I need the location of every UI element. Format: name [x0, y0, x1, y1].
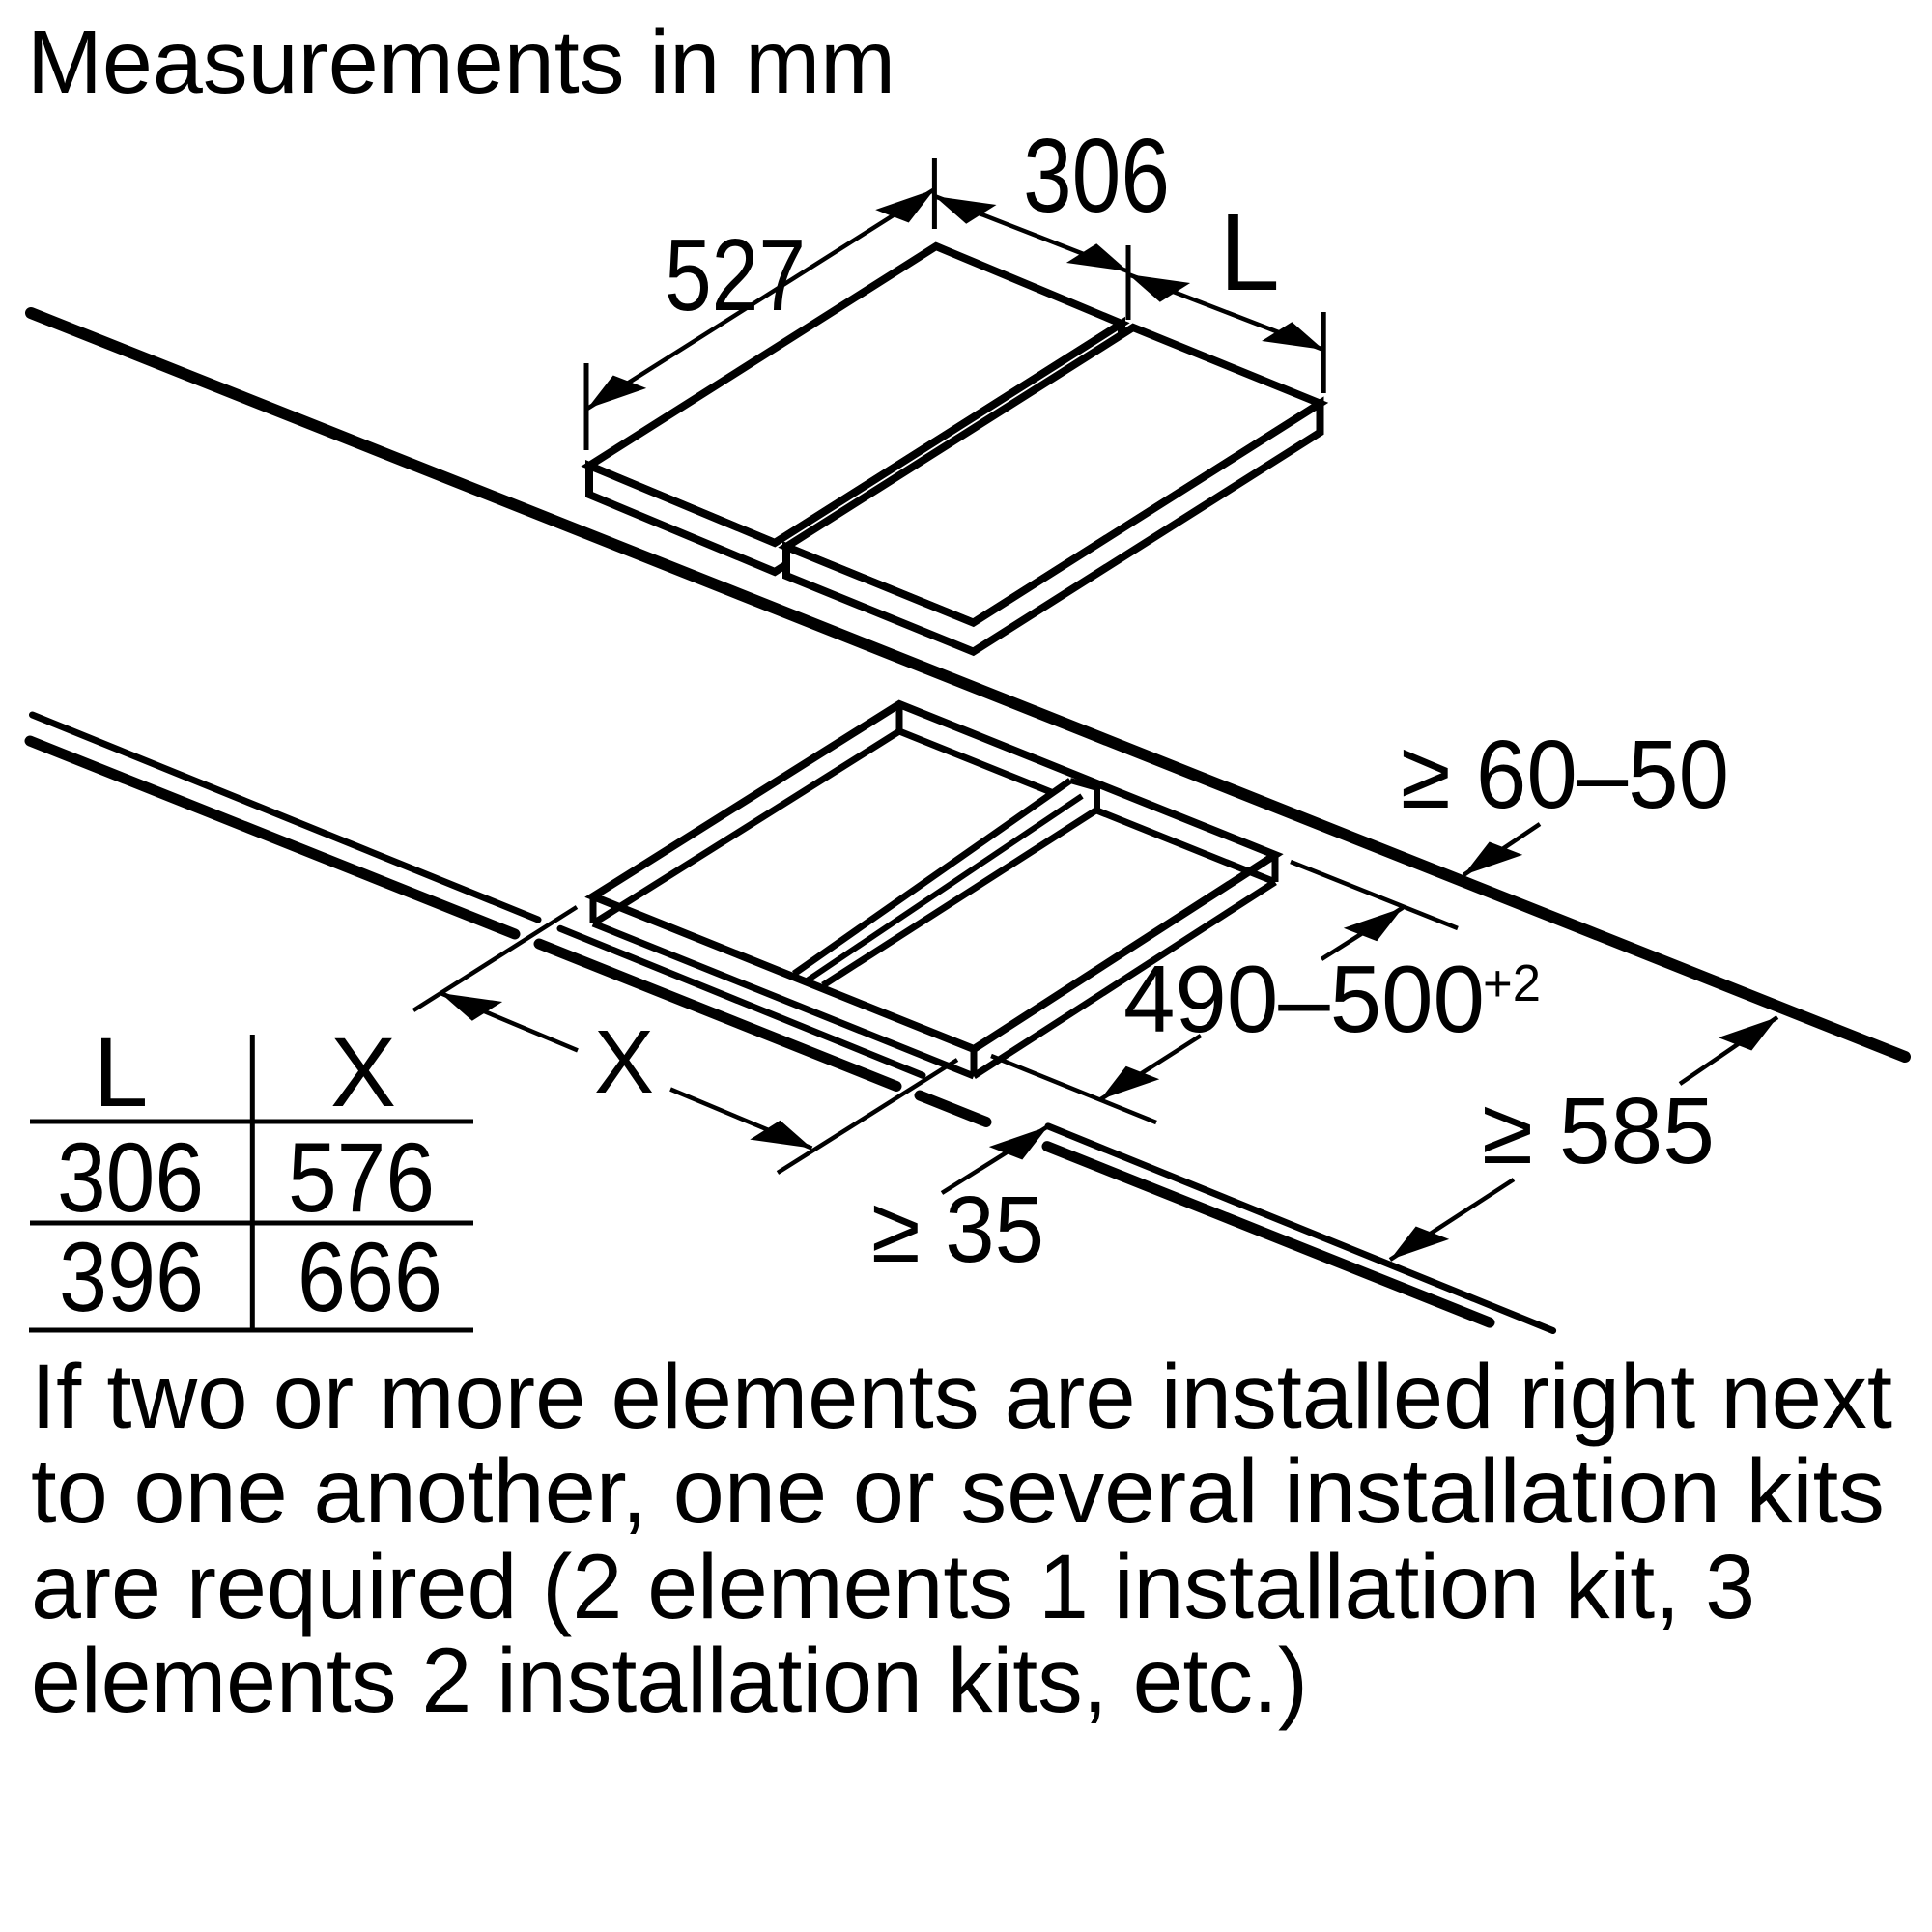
- ext-line-490-back: [1290, 859, 1459, 931]
- worktop-front-rim-segment-1: [29, 711, 542, 923]
- ext-line-490-front: [990, 1053, 1157, 1125]
- arrowhead-490-back: [1343, 907, 1403, 942]
- arrowhead-306-right: [1065, 243, 1128, 271]
- cutout-inner-right-edge: [972, 879, 1277, 1079]
- arrowhead-L-right: [1262, 322, 1324, 350]
- table-cell-r2c2: 666: [298, 1222, 442, 1332]
- crossbar-left-edge: [791, 778, 1073, 977]
- cutout-depth-label: 490–500: [1123, 946, 1485, 1052]
- arrowhead-L-left: [1128, 274, 1191, 302]
- arrowhead-306-left: [934, 196, 997, 224]
- page-title: Measurements in mm: [27, 12, 895, 112]
- hob-width-label: 306: [1023, 117, 1170, 235]
- worktop-back-edge: [25, 307, 1911, 1063]
- worktop-depth-label: ≥ 585: [1482, 1078, 1715, 1183]
- worktop-front-edge-segment-3: [914, 1090, 992, 1127]
- worktop-front-edge-segment-4: [1041, 1141, 1495, 1328]
- table-header-L: L: [94, 1017, 149, 1127]
- table-cell-r2c1: 396: [59, 1222, 204, 1332]
- crossbar-left-wall-bottom-edge: [804, 793, 1084, 984]
- hob-depth-label: 527: [665, 218, 806, 332]
- arrowhead-585-front: [1390, 1226, 1450, 1260]
- arrowhead-35: [988, 1126, 1048, 1160]
- note-line-1: If two or more elements are installed ri…: [31, 1346, 1892, 1448]
- arrowhead-X-right: [750, 1120, 812, 1149]
- arrowhead-X-left: [440, 993, 503, 1021]
- worktop-front-edge-segment-1: [24, 735, 521, 940]
- cutout-depth-tolerance: +2: [1483, 954, 1541, 1012]
- worktop-front-edge-segment-2: [533, 938, 902, 1092]
- ext-line-X-right: [776, 1058, 959, 1175]
- note-line-2: to one another, one or several installat…: [31, 1440, 1885, 1543]
- note-line-4: elements 2 installation kits, etc.): [31, 1630, 1308, 1732]
- arrowhead-527-back: [875, 189, 935, 223]
- crossbar: [793, 780, 1098, 986]
- arrowhead-490-front: [1100, 1065, 1160, 1100]
- front-web-label: ≥ 35: [871, 1177, 1044, 1282]
- table-header-X: X: [330, 1017, 396, 1127]
- dim-line-527: [585, 187, 936, 411]
- table-cell-r1c2: 576: [288, 1122, 435, 1233]
- worktop-front-rim-segment-3: [1044, 1122, 1557, 1334]
- crossbar-back-edge: [1069, 778, 1098, 791]
- worktop-front-rim-segment-2: [556, 924, 926, 1079]
- cutout-offset-label: X: [594, 1011, 654, 1112]
- hob-width2-label: L: [1219, 191, 1280, 313]
- arrowhead-585-back: [1718, 1017, 1777, 1051]
- cutout-rim: [584, 699, 1284, 1054]
- note-line-3: are required (2 elements 1 installation …: [31, 1536, 1755, 1638]
- clearance-back-label: ≥ 60–50: [1401, 721, 1729, 829]
- table-cell-r1c1: 306: [57, 1122, 204, 1233]
- hob-right-side: [782, 396, 1324, 657]
- arrowhead-527-front: [587, 375, 647, 409]
- cutout-inner-left-edge: [591, 728, 901, 926]
- arrowhead-60-50: [1463, 841, 1523, 875]
- cutout-inner-front-edge: [591, 920, 976, 1080]
- crossbar-right-edge: [821, 807, 1099, 988]
